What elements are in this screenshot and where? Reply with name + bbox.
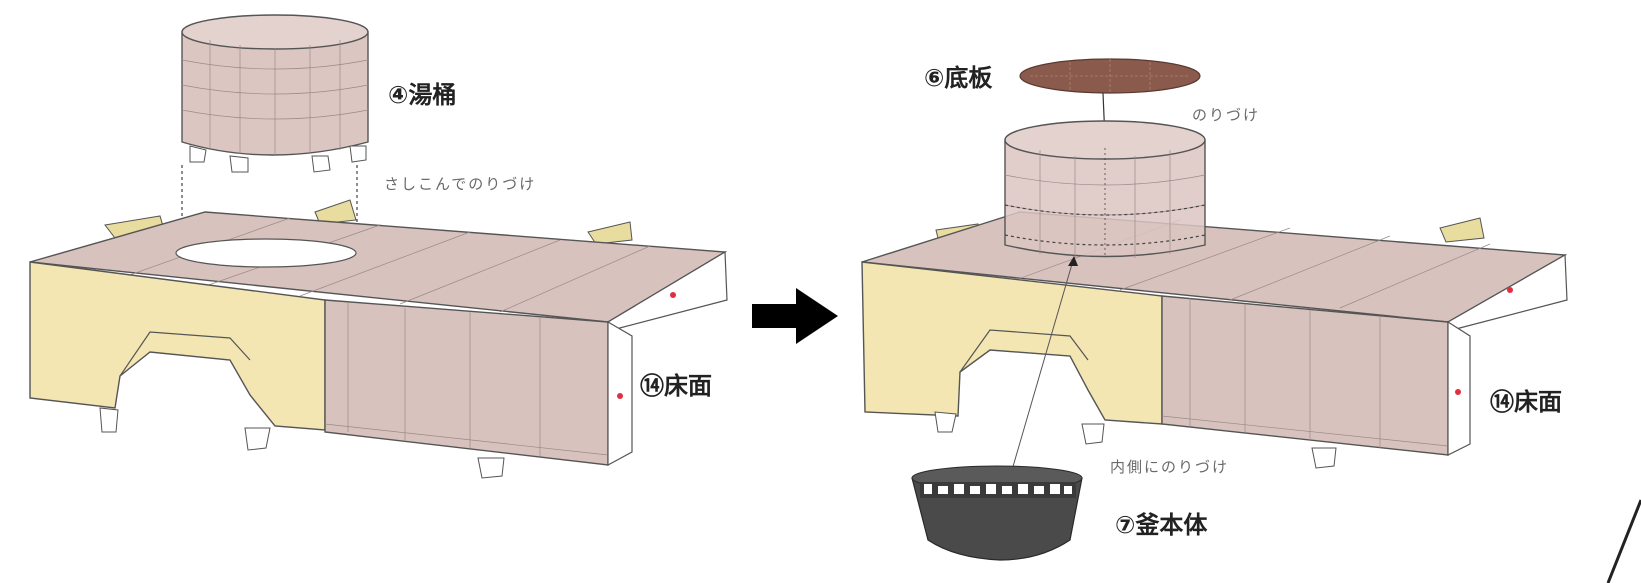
- right-assembly: [861, 58, 1641, 583]
- left-assembly: [29, 14, 728, 479]
- label-floor-right: ⑭床面: [1490, 388, 1562, 416]
- yuoke-tub: [178, 14, 369, 246]
- label-sokoita: ⑥底板: [924, 64, 993, 92]
- floor-board-left: [29, 199, 728, 479]
- label-kama: ⑦釜本体: [1115, 511, 1208, 539]
- label-yuoke: ④湯桶: [388, 81, 456, 109]
- label-noridzuke: のりづけ: [1192, 106, 1260, 124]
- label-uchigawa: 内側にのりづけ: [1110, 458, 1229, 476]
- label-sashikomi: さしこんでのりづけ: [384, 175, 536, 193]
- yuoke-tub-inserted: [1004, 120, 1206, 258]
- label-floor-left: ⑭床面: [640, 372, 712, 400]
- kama-pot: [911, 465, 1083, 561]
- floor-board-right: [861, 211, 1568, 469]
- right-arrow-icon: [752, 288, 838, 344]
